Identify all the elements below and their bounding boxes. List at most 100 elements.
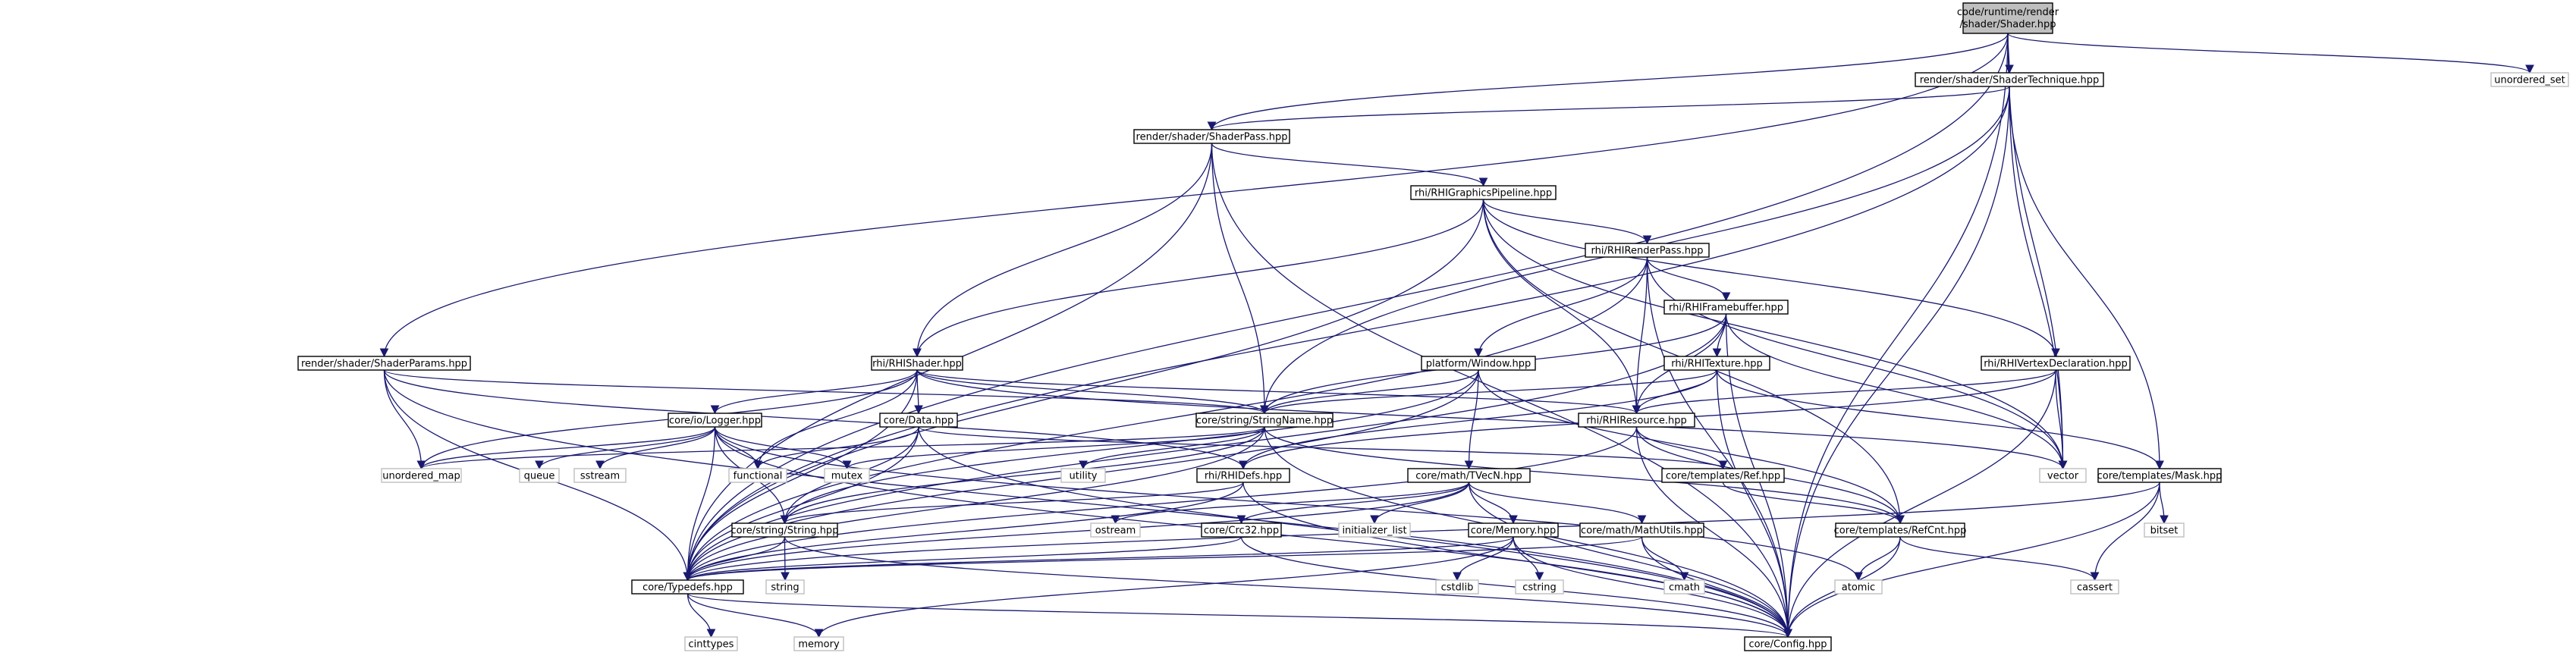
node-cinttypes: cinttypes — [684, 636, 738, 651]
edge-shader_params-to-config — [383, 369, 1792, 638]
edge-shader_params-to-unordered_map — [383, 369, 426, 470]
edge-rhi_render_pass-to-config — [1646, 256, 1792, 638]
node-config[interactable]: core/Config.hpp — [1744, 636, 1832, 651]
edge-rhi_render_pass-to-rhi_resource — [1632, 256, 1648, 415]
node-rhi-defs[interactable]: rhi/RHIDefs.hpp — [1196, 468, 1290, 483]
node-bitset: bitset — [2144, 522, 2185, 538]
node-label: rhi/RHIDefs.hpp — [1205, 471, 1282, 482]
node-box — [1195, 413, 1334, 428]
node-shader-params[interactable]: render/shader/ShaderParams.hpp — [297, 356, 471, 371]
node-rhi-graphics-pipeline[interactable]: rhi/RHIGraphicsPipeline.hpp — [1410, 185, 1557, 200]
node-label: functional — [734, 471, 783, 482]
graph-nodes: code/runtime/render/shader/Shader.hpp ren… — [297, 2, 2569, 651]
node-box — [2070, 579, 2119, 595]
root-node-label-line: /shader/Shader.hpp — [1959, 19, 2056, 30]
node-memory-hpp[interactable]: core/Memory.hpp — [1468, 522, 1559, 538]
node-label: rhi/RHIShader.hpp — [872, 359, 962, 370]
edge-string_name-to-refcnt — [1264, 426, 1905, 525]
node-data[interactable]: core/Data.hpp — [879, 413, 958, 428]
edge-rhi_texture-to-rhi_resource — [1632, 369, 1718, 415]
edge-rhi_graphics_pipeline-to-rhi_shader — [913, 199, 1484, 358]
edge-rhi_resource-to-typedefs — [683, 426, 1638, 582]
node-atomic: atomic — [1834, 579, 1883, 595]
edge-rhi_graphics_pipeline-to-rhi_resource — [1482, 199, 1641, 415]
edge-tvecn-to-memory_hpp — [1468, 482, 1518, 525]
node-box — [871, 356, 963, 371]
edge-rhi_vertex_declaration-to-config — [1783, 369, 2056, 638]
node-box — [297, 356, 471, 371]
edge-root-to-vector — [2007, 33, 2068, 470]
edge-mask-to-config — [1783, 482, 2160, 638]
node-box — [824, 468, 870, 483]
node-shader-technique[interactable]: render/shader/ShaderTechnique.hpp — [1915, 72, 2104, 87]
node-rhi-resource[interactable]: rhi/RHIResource.hpp — [1578, 413, 1695, 428]
edge-ref-to-refcnt — [1722, 482, 1905, 525]
node-label: string — [771, 582, 799, 594]
node-label: core/Config.hpp — [1748, 639, 1827, 651]
node-platform-window[interactable]: platform/Window.hpp — [1421, 356, 1536, 371]
edge-root-to-config — [1783, 33, 2009, 638]
node-label: core/templates/RefCnt.hpp — [1834, 526, 1967, 537]
node-string-hpp[interactable]: core/string/String.hpp — [731, 522, 839, 538]
edge-logger-to-queue — [535, 426, 716, 470]
edge-memory_hpp-to-cstdlib — [1453, 536, 1514, 582]
edge-shader_technique-to-vector — [2009, 86, 2068, 470]
node-box — [1915, 72, 2104, 87]
node-label: platform/Window.hpp — [1426, 359, 1531, 370]
node-box — [1579, 522, 1704, 538]
edge-rhi_vertex_declaration-to-rhi_resource — [1632, 369, 2056, 415]
node-root[interactable]: code/runtime/render/shader/Shader.hpp — [1957, 2, 2059, 34]
node-box — [1661, 468, 1785, 483]
node-rhi-framebuffer[interactable]: rhi/RHIFramebuffer.hpp — [1663, 300, 1789, 315]
node-queue: queue — [519, 468, 560, 483]
node-box — [1515, 579, 1564, 595]
edge-shader_technique-to-config — [1783, 86, 2010, 638]
node-box — [1578, 413, 1695, 428]
node-mask[interactable]: core/templates/Mask.hpp — [2097, 468, 2223, 483]
node-label: queue — [524, 471, 555, 482]
node-typedefs[interactable]: core/Typedefs.hpp — [631, 579, 744, 595]
node-label: memory — [798, 639, 840, 651]
node-logger[interactable]: core/io/Logger.hpp — [668, 413, 762, 428]
node-box — [1981, 356, 2131, 371]
node-crc32[interactable]: core/Crc32.hpp — [1201, 522, 1282, 538]
edge-platform_window-to-tvecn — [1464, 369, 1479, 470]
edge-tvecn-to-initializer_list — [1370, 482, 1470, 525]
node-label: core/Data.hpp — [884, 416, 953, 427]
edge-shader_params-to-string_name — [383, 369, 1269, 415]
edge-rhi_shader-to-functional — [753, 369, 918, 470]
node-rhi-shader[interactable]: rhi/RHIShader.hpp — [871, 356, 963, 371]
node-label: unordered_map — [382, 471, 460, 482]
node-string-name[interactable]: core/string/StringName.hpp — [1195, 413, 1334, 428]
node-box — [1060, 468, 1106, 483]
node-refcnt[interactable]: core/templates/RefCnt.hpp — [1834, 522, 1967, 538]
node-ref[interactable]: core/templates/Ref.hpp — [1661, 468, 1785, 483]
node-shader-pass[interactable]: render/shader/ShaderPass.hpp — [1133, 129, 1290, 144]
node-rhi-render-pass[interactable]: rhi/RHIRenderPass.hpp — [1585, 243, 1710, 258]
node-label: rhi/RHIGraphicsPipeline.hpp — [1415, 188, 1552, 199]
node-label: core/Typedefs.hpp — [642, 582, 733, 594]
node-box — [519, 468, 560, 483]
edge-rhi_graphics_pipeline-to-vector — [1482, 199, 2068, 470]
edge-shader_pass-to-string_name — [1211, 143, 1269, 415]
edge-rhi_texture-to-mask — [1716, 369, 2164, 470]
node-vector: vector — [2039, 468, 2087, 483]
edge-string_hpp-to-string — [781, 536, 790, 582]
edge-logger-to-unordered_map — [416, 426, 716, 470]
edge-shader_technique-to-mask — [2009, 86, 2164, 470]
edge-rhi_shader-to-vector — [916, 369, 2068, 470]
node-math-utils[interactable]: core/math/MathUtils.hpp — [1579, 522, 1704, 538]
node-box — [793, 636, 844, 651]
node-box — [1421, 356, 1536, 371]
node-initializer-list: initializer_list — [1338, 522, 1411, 538]
node-label: rhi/RHITexture.hpp — [1671, 359, 1762, 370]
node-rhi-texture[interactable]: rhi/RHITexture.hpp — [1663, 356, 1770, 371]
node-label: cinttypes — [689, 639, 734, 651]
node-label: core/string/String.hpp — [731, 526, 839, 537]
edge-mask-to-typedefs — [683, 482, 2160, 582]
edge-string_name-to-utility — [1079, 426, 1265, 470]
node-tvecn[interactable]: core/math/TVecN.hpp — [1407, 468, 1531, 483]
edge-root-to-unordered_set — [2007, 33, 2534, 74]
node-rhi-vertex-declaration[interactable]: rhi/RHIVertexDeclaration.hpp — [1981, 356, 2131, 371]
